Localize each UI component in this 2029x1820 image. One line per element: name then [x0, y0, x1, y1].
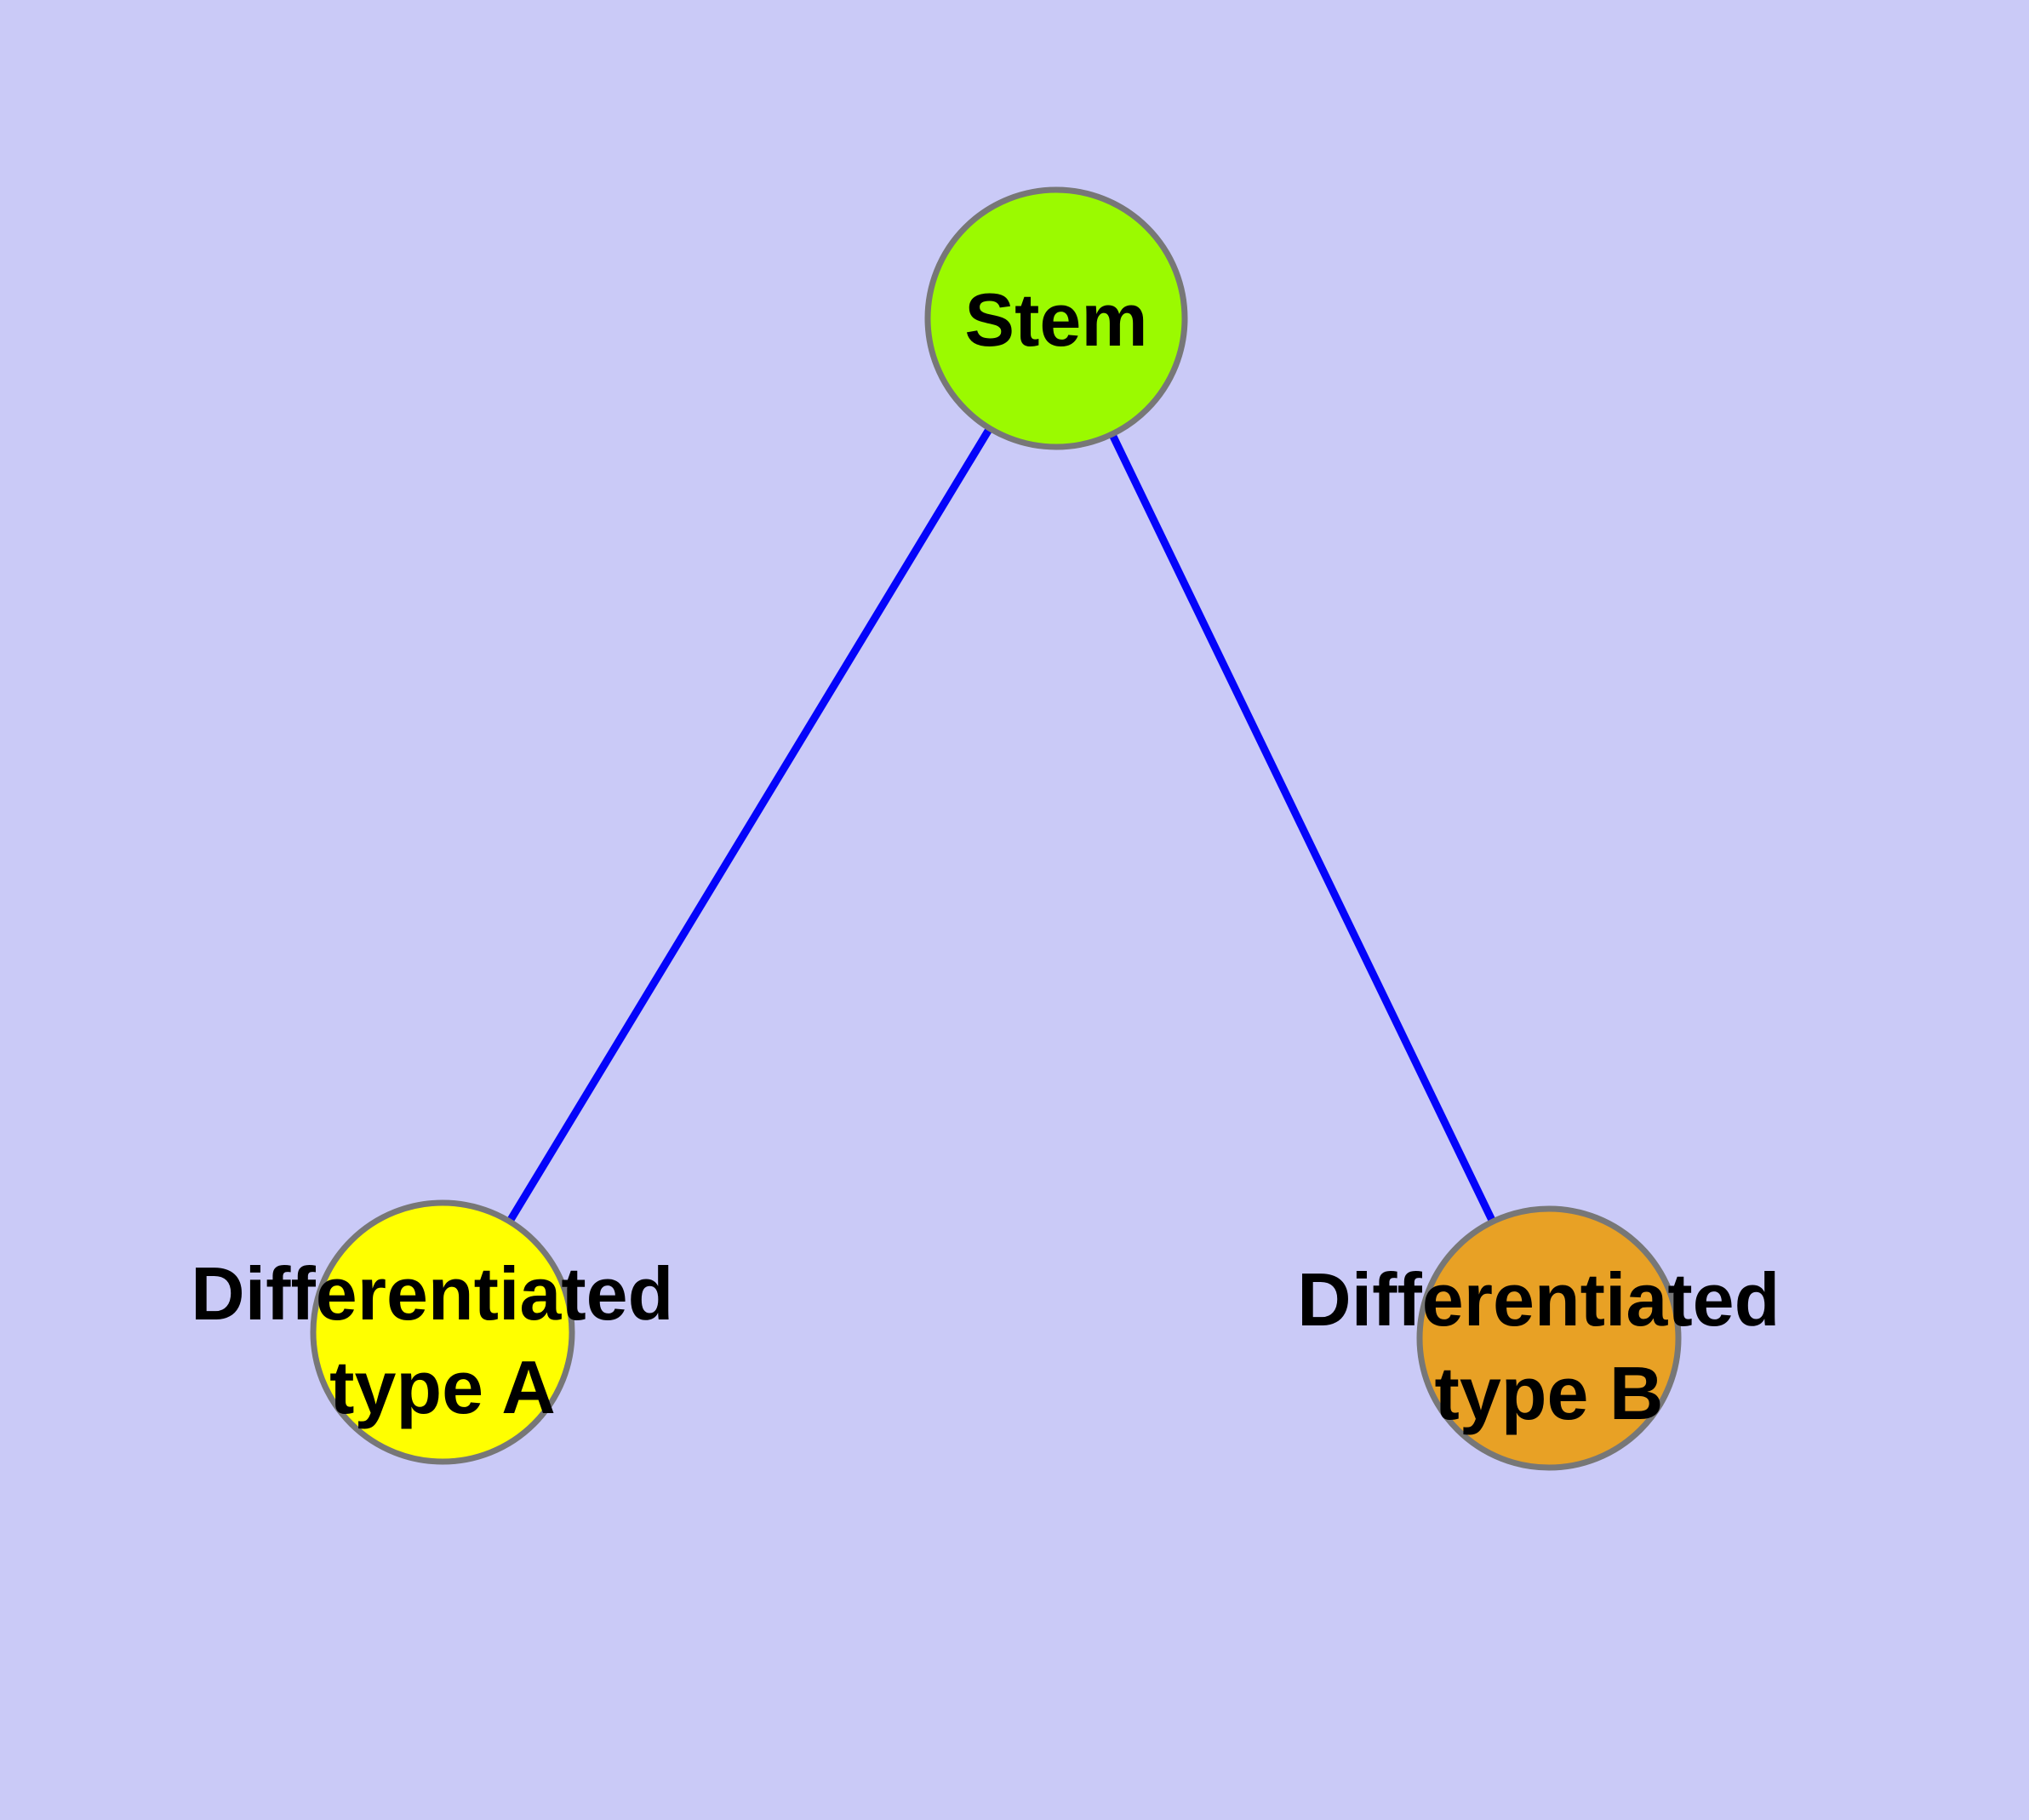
node-stem: Stem	[924, 186, 1188, 450]
type-b-label-line-1: Differentiated	[1297, 1257, 1780, 1342]
type-a-label-line-1: Differentiated	[191, 1251, 673, 1336]
edge-stem-to-type-b	[1052, 317, 1553, 1340]
node-differentiated-type-a: Differentiated type A	[191, 1199, 694, 1465]
type-b-node-circle	[1416, 1205, 1682, 1471]
stem-node-circle	[924, 186, 1188, 450]
type-a-node-circle	[310, 1199, 575, 1465]
type-a-label-line-2: type A	[329, 1345, 556, 1429]
type-b-label-line-2: type B	[1435, 1351, 1664, 1435]
node-differentiated-type-b: Differentiated type B	[1297, 1205, 1801, 1471]
type-a-node-label: Differentiated type A	[191, 1251, 694, 1429]
edge-stem-to-type-a	[439, 316, 1060, 1335]
type-b-node-label: Differentiated type B	[1297, 1257, 1801, 1435]
stem-node-label: Stem	[964, 278, 1147, 362]
